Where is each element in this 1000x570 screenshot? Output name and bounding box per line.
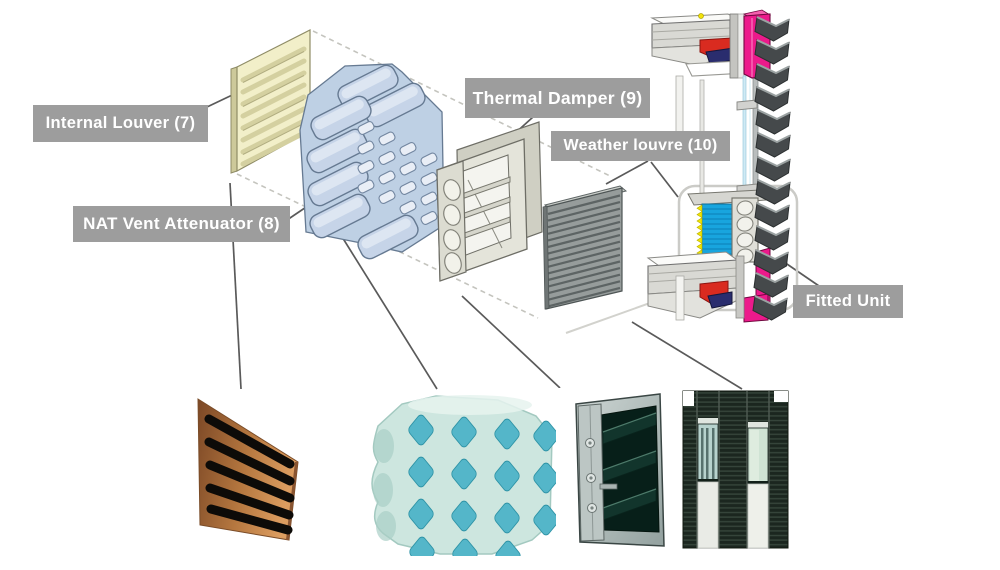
nat-vent-attenuator-block bbox=[299, 61, 445, 263]
facade-installation-photo bbox=[682, 390, 789, 549]
label-weather-louvre: Weather louvre (10) bbox=[551, 131, 730, 161]
internal-louver-grille-photo bbox=[197, 398, 299, 541]
leader-photo-damper bbox=[461, 295, 561, 389]
thermal-damper-frame bbox=[436, 121, 543, 282]
fitted-unit-section bbox=[565, 9, 799, 334]
leader-weather-louvre-to-unit bbox=[650, 161, 679, 198]
attenuator-yellow-edge bbox=[696, 204, 703, 257]
fitted-unit-bottom-beam bbox=[646, 251, 769, 323]
fitted-unit-core bbox=[687, 189, 771, 313]
damper-product-photo bbox=[558, 388, 680, 560]
leader-weather-louvre bbox=[605, 160, 649, 185]
label-fitted-unit: Fitted Unit bbox=[793, 285, 903, 318]
label-thermal-damper: Thermal Damper (9) bbox=[465, 78, 650, 118]
leader-photo-foam bbox=[333, 223, 438, 390]
attenuator-foam-photo bbox=[371, 395, 556, 556]
label-nat-vent-attenuator: NAT Vent Attenuator (8) bbox=[73, 206, 290, 242]
leader-photo-facade bbox=[631, 321, 743, 390]
label-internal-louver: Internal Louver (7) bbox=[33, 105, 208, 142]
internal-louver-panel bbox=[230, 29, 311, 174]
leader-lines bbox=[206, 87, 839, 390]
weather-louvre-stack bbox=[542, 185, 628, 310]
